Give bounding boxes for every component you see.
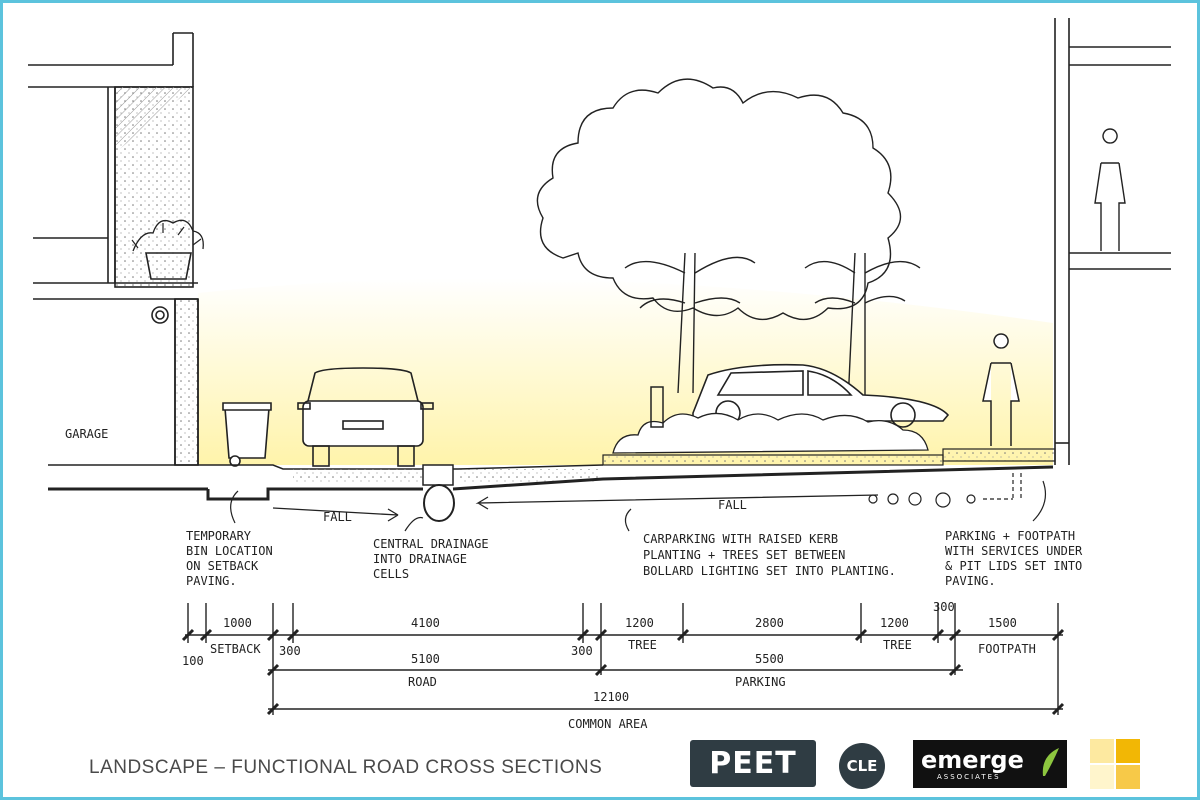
label-fall-left: FALL bbox=[323, 510, 352, 524]
emerge-logo: emerge ASSOCIATES bbox=[913, 740, 1067, 788]
cle-logo-text: CLE bbox=[846, 757, 878, 775]
note-drainage-1: CENTRAL DRAINAGE bbox=[373, 537, 489, 551]
note-bin-3: ON SETBACK bbox=[186, 559, 259, 573]
label-fall-right: FALL bbox=[718, 498, 747, 512]
dim-1000: 1000 bbox=[223, 616, 252, 630]
tiles-logo bbox=[1090, 739, 1140, 789]
dim-parking: PARKING bbox=[735, 675, 786, 689]
dim-1500: 1500 bbox=[988, 616, 1017, 630]
note-bin-2: BIN LOCATION bbox=[186, 544, 273, 558]
note-bin-4: PAVING. bbox=[186, 574, 237, 588]
dimension-lines bbox=[185, 603, 1063, 715]
cle-logo: CLE bbox=[839, 743, 885, 789]
dim-100: 100 bbox=[182, 654, 204, 668]
dim-4100: 4100 bbox=[411, 616, 440, 630]
tile-mid bbox=[1116, 765, 1140, 789]
dim-300-c: 300 bbox=[933, 600, 955, 614]
road-cross-section-sketch: GARAGE FALL FALL TEMPORARY BIN LOCATION … bbox=[28, 18, 1171, 731]
left-building bbox=[28, 32, 204, 466]
right-building bbox=[1054, 18, 1171, 465]
dim-tree-b: TREE bbox=[883, 638, 912, 652]
note-footpath-2: WITH SERVICES UNDER bbox=[945, 544, 1083, 558]
dim-footpath: FOOTPATH bbox=[978, 642, 1036, 656]
note-carparking-1: CARPARKING WITH RAISED KERB bbox=[643, 532, 838, 546]
note-footpath-3: & PIT LIDS SET INTO bbox=[945, 559, 1082, 573]
dim-5500: 5500 bbox=[755, 652, 784, 666]
note-carparking-3: BOLLARD LIGHTING SET INTO PLANTING. bbox=[643, 564, 896, 578]
tile-light bbox=[1090, 739, 1114, 763]
dim-2800: 2800 bbox=[755, 616, 784, 630]
note-carparking-2: PLANTING + TREES SET BETWEEN bbox=[643, 548, 845, 562]
page-title: LANDSCAPE – FUNCTIONAL ROAD CROSS SECTIO… bbox=[89, 757, 603, 778]
dim-1200-b: 1200 bbox=[880, 616, 909, 630]
note-footpath-1: PARKING + FOOTPATH bbox=[945, 529, 1075, 543]
dim-tree-a: TREE bbox=[628, 638, 657, 652]
note-footpath-4: PAVING. bbox=[945, 574, 996, 588]
dim-300-a: 300 bbox=[279, 644, 301, 658]
leader-lines bbox=[230, 480, 1046, 532]
raised-planting bbox=[612, 412, 929, 454]
person-footpath bbox=[982, 333, 1020, 446]
label-garage: GARAGE bbox=[65, 427, 108, 441]
tile-soft bbox=[1090, 765, 1114, 789]
dim-1200-a: 1200 bbox=[625, 616, 654, 630]
wheelie-bin bbox=[222, 402, 272, 467]
road-surface bbox=[48, 448, 1056, 522]
dimension-ticks bbox=[181, 628, 1065, 716]
leaf-swoosh-icon bbox=[1042, 748, 1059, 776]
car-front-view bbox=[297, 367, 434, 467]
dim-12100: 12100 bbox=[593, 690, 629, 704]
dim-300-b: 300 bbox=[571, 644, 593, 658]
street-trees bbox=[536, 78, 921, 404]
note-drainage-3: CELLS bbox=[373, 567, 409, 581]
peet-logo: PEET bbox=[690, 740, 816, 787]
emerge-logo-subtext: ASSOCIATES bbox=[937, 773, 1001, 781]
note-bin-1: TEMPORARY bbox=[186, 529, 252, 543]
note-drainage-2: INTO DRAINAGE bbox=[373, 552, 467, 566]
emerge-logo-text: emerge bbox=[921, 746, 1024, 774]
dim-setback: SETBACK bbox=[210, 642, 261, 656]
car-side-view bbox=[692, 363, 950, 428]
dim-road: ROAD bbox=[408, 675, 437, 689]
bollard-light bbox=[650, 386, 664, 428]
tile-dark bbox=[1116, 739, 1140, 763]
dim-common-area: COMMON AREA bbox=[568, 717, 648, 731]
peet-logo-text: PEET bbox=[709, 746, 797, 781]
dim-5100: 5100 bbox=[411, 652, 440, 666]
